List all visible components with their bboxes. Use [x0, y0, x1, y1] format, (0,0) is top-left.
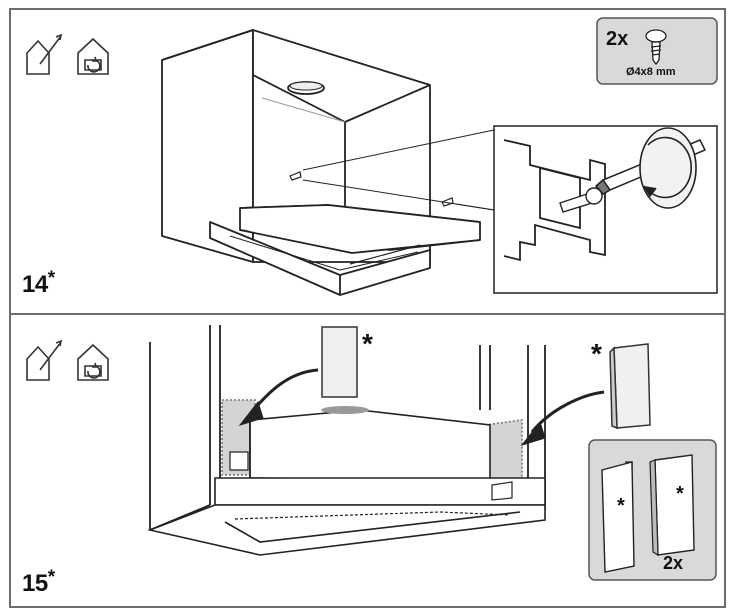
house-exterior-icon	[26, 339, 63, 381]
panel-piece-right	[609, 343, 651, 430]
outer-frame	[9, 8, 726, 608]
zoom-lines	[302, 129, 495, 211]
screw-icon	[645, 29, 667, 66]
house-rotate-icon	[77, 37, 109, 75]
asterisk-top: *	[362, 328, 373, 359]
asterisk-part-left: *	[617, 495, 625, 517]
parts-box	[588, 439, 717, 581]
step-number-15: 15*	[22, 567, 55, 597]
step-divider	[9, 313, 726, 315]
house-rotate-icon	[77, 343, 109, 381]
step-number-14: 14*	[22, 268, 55, 298]
screw-size: Ø4x8 mm	[626, 66, 676, 78]
screw-quantity: 2x	[606, 28, 629, 50]
panel-piece-top	[321, 326, 358, 398]
curved-arrow	[238, 368, 605, 446]
asterisk-right: *	[591, 338, 602, 369]
rotate-arrow-icon	[639, 127, 697, 209]
screw-small	[289, 171, 454, 207]
cabinet-drawing-14	[161, 29, 481, 296]
parts-quantity: 2x	[663, 553, 684, 573]
house-exterior-icon	[26, 33, 63, 75]
hood-panel	[147, 399, 546, 556]
asterisk-part-right: *	[676, 483, 684, 505]
screw-box	[596, 17, 718, 85]
screw-large	[559, 187, 603, 213]
zoom-inset	[493, 125, 718, 294]
